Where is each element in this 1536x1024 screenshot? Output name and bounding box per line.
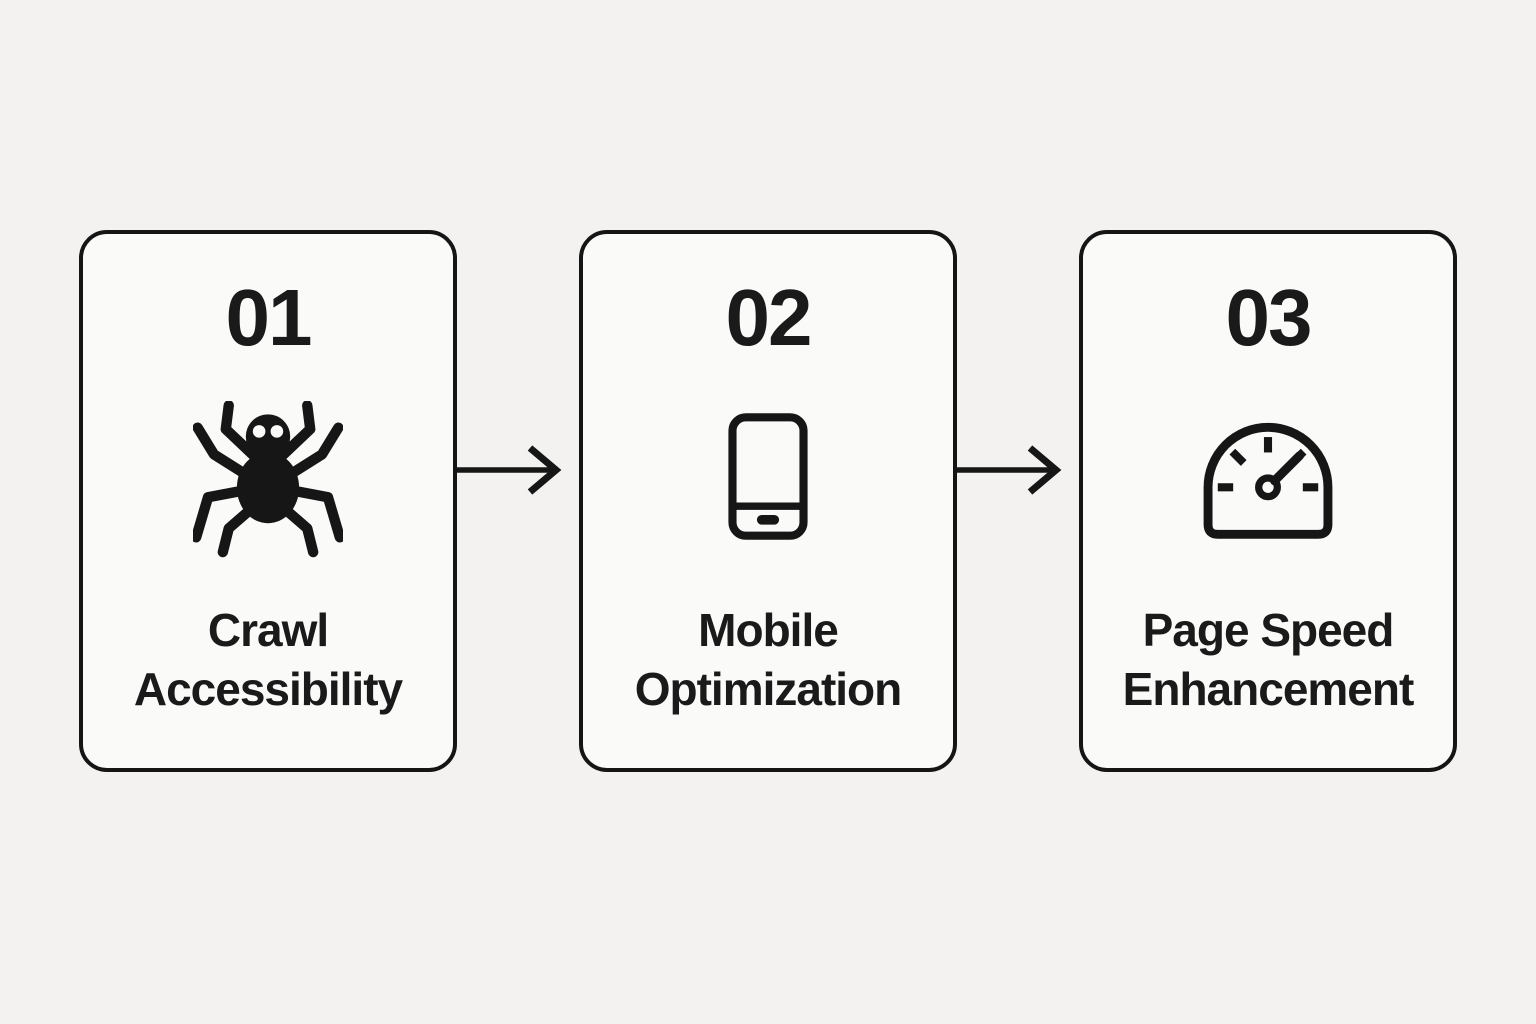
speedometer-icon <box>1187 416 1349 544</box>
step-label-line2: Optimization <box>634 662 903 715</box>
spider-icon <box>193 401 343 558</box>
arrow-right-icon <box>457 442 579 498</box>
flow-connector <box>957 442 1079 498</box>
step-label: Mobile Optimization <box>634 601 903 718</box>
step-label-line2: Accessibility <box>133 662 403 715</box>
flow-connector <box>457 442 579 498</box>
step-label: Crawl Accessibility <box>133 601 403 718</box>
step-label-line2: Enhancement <box>1122 662 1415 715</box>
step-label-line1: Mobile <box>698 604 839 657</box>
step-label-line1: Crawl <box>207 604 329 657</box>
step-card-crawl-accessibility: 01 <box>79 230 457 772</box>
step-icon-wrap <box>1187 358 1349 601</box>
step-icon-wrap <box>193 358 343 601</box>
arrow-right-icon <box>957 442 1079 498</box>
step-card-page-speed-enhancement: 03 Page Speed Enhance <box>1079 230 1457 772</box>
step-label-line1: Page Speed <box>1142 604 1395 657</box>
step-label: Page Speed Enhancement <box>1122 601 1415 718</box>
smartphone-icon <box>694 401 842 558</box>
step-icon-wrap <box>694 358 842 601</box>
step-card-mobile-optimization: 02 Mobile Optimization <box>579 230 957 772</box>
step-number: 02 <box>725 273 813 362</box>
step-number: 03 <box>1225 273 1313 362</box>
process-flow-diagram: 01 <box>79 230 1457 772</box>
step-number: 01 <box>225 273 313 362</box>
